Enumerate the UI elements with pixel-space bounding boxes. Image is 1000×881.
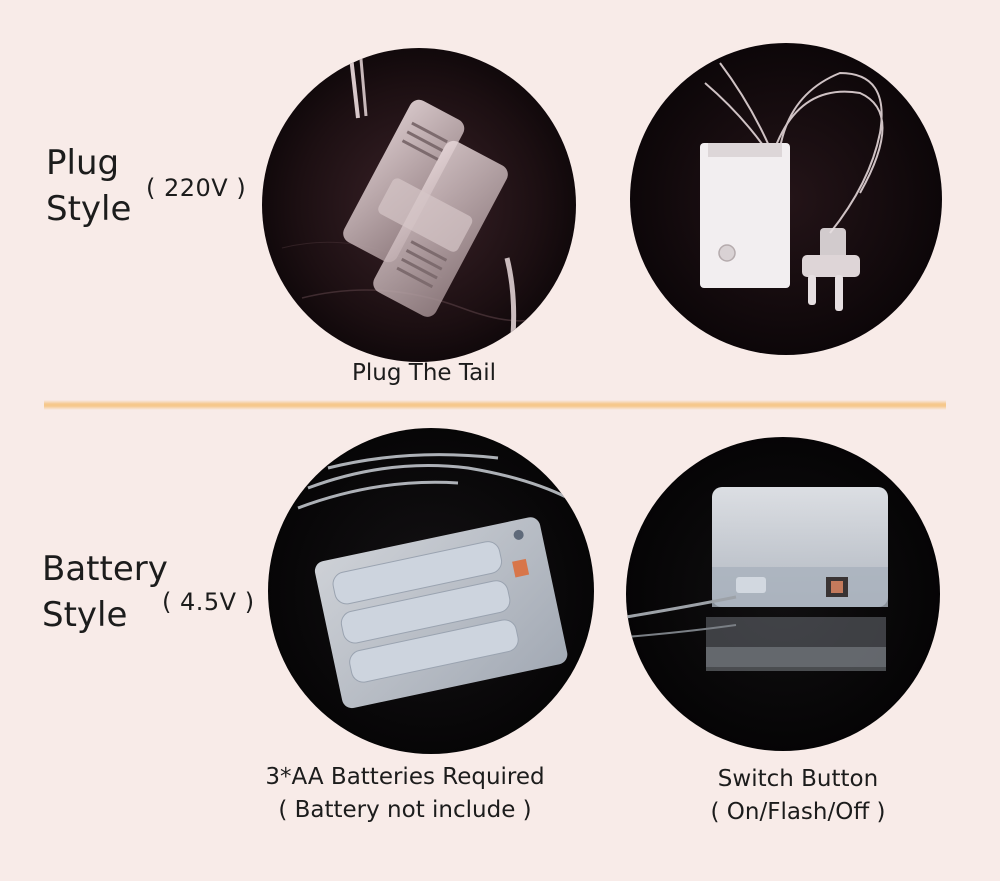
- battery-style-title: Battery Style: [42, 546, 168, 638]
- switch-button-text: Switch Button: [717, 766, 879, 792]
- battery-box-photo: [268, 428, 594, 754]
- plug-connector-photo: [262, 48, 576, 362]
- plug-title-line2: Style: [46, 189, 132, 229]
- plug-title-line1: Plug: [46, 143, 120, 183]
- plug-style-title: Plug Style: [46, 140, 131, 232]
- battery-left-caption: 3*AA Batteries Required ( Battery not in…: [240, 761, 570, 827]
- battery-title-line1: Battery: [42, 549, 168, 589]
- plug-caption: Plug The Tail: [352, 360, 496, 386]
- plug-voltage: ( 220V ): [146, 174, 247, 202]
- controller-box-photo: [630, 43, 942, 355]
- battery-switch-photo: [626, 437, 940, 751]
- battery-required-text: 3*AA Batteries Required: [265, 764, 545, 790]
- switch-caption: Switch Button ( On/Flash/Off ): [688, 763, 908, 829]
- battery-not-included-text: ( Battery not include ): [278, 797, 532, 823]
- battery-voltage: ( 4.5V ): [162, 588, 255, 616]
- battery-title-line2: Style: [42, 595, 128, 635]
- section-divider: [44, 400, 946, 410]
- switch-modes-text: ( On/Flash/Off ): [710, 799, 886, 825]
